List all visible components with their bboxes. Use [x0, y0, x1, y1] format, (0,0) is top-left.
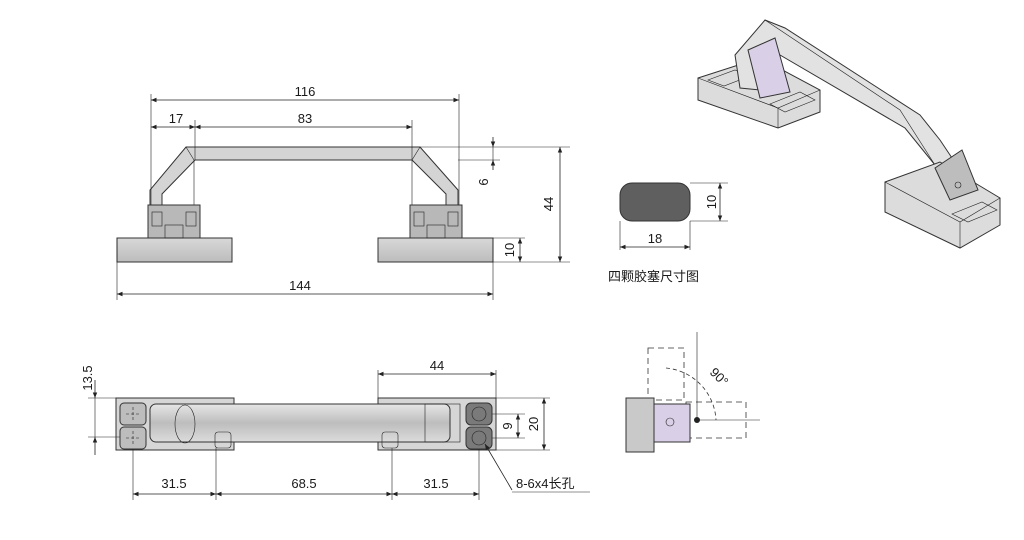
isometric-view	[697, 19, 1001, 249]
left-hinge	[147, 204, 201, 239]
dim-10: 10	[502, 243, 517, 257]
rubber-plug	[619, 182, 691, 222]
top-view: 13.5 44 9 20 31.5 68.5 31.5 8-6x4长孔	[80, 358, 590, 500]
plug-dim-10: 10	[704, 195, 719, 209]
right-base	[377, 237, 494, 263]
angle-90: 90°	[707, 365, 732, 390]
dim-13-5: 13.5	[80, 365, 95, 390]
plug-caption: 四颗胶塞尺寸图	[608, 269, 699, 285]
dim-44: 44	[541, 197, 556, 211]
plug-dim-18: 18	[648, 231, 662, 246]
left-base	[116, 237, 233, 263]
dim-116: 116	[295, 84, 316, 99]
dim-83: 83	[298, 111, 312, 126]
dim-6: 6	[476, 178, 491, 185]
dim-20: 20	[526, 417, 541, 431]
dim-17: 17	[169, 111, 183, 126]
rotation-view: 90°	[625, 332, 760, 453]
hole-note: 8-6x4长孔	[516, 476, 575, 491]
dim-31-5-right: 31.5	[423, 476, 448, 491]
right-hinge	[409, 204, 463, 239]
plug-detail: 10 18 四颗胶塞尺寸图	[608, 182, 728, 285]
handle-bar	[149, 403, 451, 443]
dim-68-5: 68.5	[291, 476, 316, 491]
dim-144: 144	[289, 278, 311, 293]
dim-31-5-left: 31.5	[161, 476, 186, 491]
dim-9: 9	[500, 422, 515, 429]
front-view: 116 17 83 6 44 10 144	[116, 84, 570, 300]
dim-44-top: 44	[430, 358, 444, 373]
